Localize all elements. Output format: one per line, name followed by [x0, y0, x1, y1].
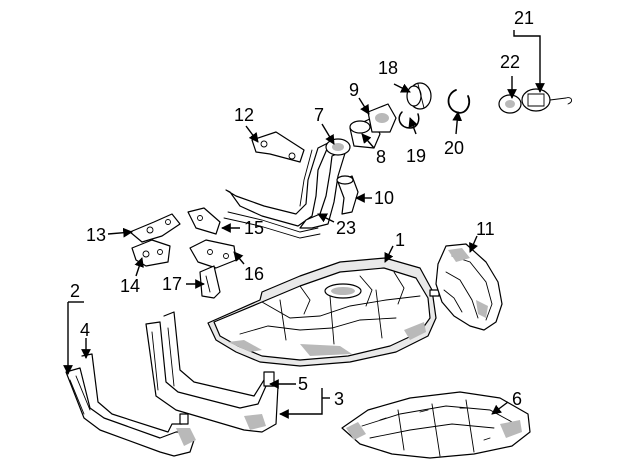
- callout-18: 18: [378, 58, 398, 78]
- fuel-tank: [207, 257, 440, 367]
- leader-lines: [63, 30, 545, 419]
- callout-5: 5: [298, 374, 308, 394]
- bracket-12: [251, 131, 305, 163]
- tank-heat-shield: [435, 243, 503, 331]
- callout-23: 23: [336, 218, 356, 238]
- callout-2: 2: [70, 281, 80, 301]
- callout-3: 3: [334, 389, 344, 409]
- callout-14: 14: [120, 276, 140, 296]
- bracket-16: [189, 239, 237, 269]
- callout-labels: 1 2 3 4 5 6 7 8 9 10 11 12 13 14 15 16 1…: [70, 8, 534, 409]
- fuel-cap: [521, 88, 573, 112]
- snap-ring: [447, 89, 471, 114]
- cap-gasket: [498, 94, 522, 114]
- filler-neck-seal: [367, 103, 397, 133]
- callout-10: 10: [374, 188, 394, 208]
- callout-9: 9: [349, 80, 359, 100]
- callout-7: 7: [314, 105, 324, 125]
- callout-19: 19: [406, 146, 426, 166]
- callout-16: 16: [244, 264, 264, 284]
- callout-12: 12: [234, 105, 254, 125]
- fuel-filler-pipe: [223, 138, 351, 239]
- callout-4: 4: [80, 320, 90, 340]
- callout-17: 17: [162, 274, 182, 294]
- callout-6: 6: [512, 389, 522, 409]
- filler-grommet: [406, 82, 432, 110]
- callout-1: 1: [395, 230, 405, 250]
- left-tank-strap: [65, 353, 196, 457]
- retaining-clip: [398, 111, 420, 129]
- callout-22: 22: [500, 52, 520, 72]
- callout-13: 13: [86, 225, 106, 245]
- callout-8: 8: [376, 147, 386, 167]
- callout-20: 20: [444, 138, 464, 158]
- tank-protector-plate: [341, 391, 531, 459]
- bracket-14: [131, 239, 171, 267]
- callout-21: 21: [514, 8, 534, 28]
- bracket-17: [199, 265, 221, 299]
- fuel-hose: [336, 175, 359, 215]
- callout-11: 11: [476, 219, 495, 239]
- bracket-15: [187, 207, 221, 235]
- callout-15: 15: [244, 218, 264, 238]
- bracket-13: [129, 213, 181, 243]
